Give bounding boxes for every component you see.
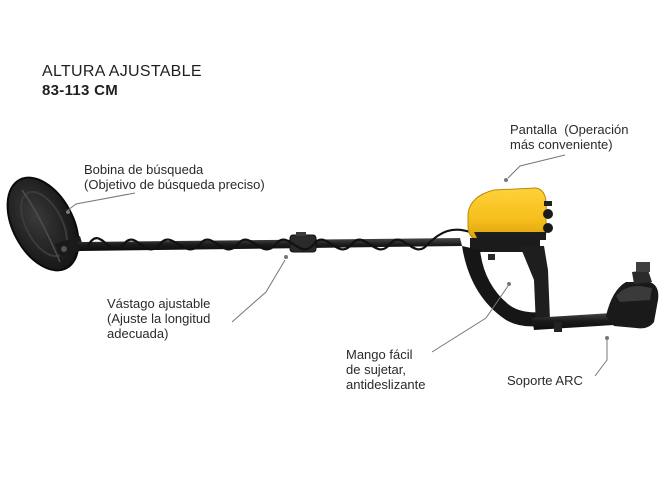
search-coil bbox=[6, 176, 84, 272]
callout-shaft: Vástago ajustable (Ajuste la longitud ad… bbox=[107, 296, 210, 341]
headline-title: ALTURA AJUSTABLE bbox=[42, 63, 202, 80]
callout-line: Vástago ajustable bbox=[107, 296, 211, 311]
display-unit bbox=[467, 187, 553, 252]
leader-coil bbox=[67, 192, 136, 211]
leader-display bbox=[507, 154, 566, 179]
leader-arm-rest bbox=[594, 340, 608, 377]
callout-line: (Objetivo de búsqueda preciso) bbox=[84, 177, 265, 192]
headline-range: 83-113 CM bbox=[42, 82, 119, 99]
leader-lines bbox=[66, 154, 609, 377]
callout-handle: Mango fácil de sujetar, antideslizante bbox=[346, 347, 426, 392]
callout-line: Soporte ARC bbox=[507, 373, 583, 388]
callout-arm-rest: Soporte ARC bbox=[507, 373, 583, 388]
arm-rest bbox=[606, 262, 659, 329]
callout-line: adecuada) bbox=[107, 326, 169, 341]
callout-line: Mango fácil bbox=[346, 347, 413, 362]
callout-line: (Ajuste la longitud bbox=[107, 311, 211, 326]
coil-cable bbox=[87, 228, 471, 251]
callout-display: Pantalla (Operación más conveniente) bbox=[510, 122, 629, 152]
leader-handle bbox=[431, 285, 509, 353]
handle-assembly bbox=[462, 246, 630, 332]
leader-shaft bbox=[231, 259, 286, 323]
callout-line: Bobina de búsqueda bbox=[84, 162, 204, 177]
callout-search-coil: Bobina de búsqueda (Objetivo de búsqueda… bbox=[84, 162, 265, 192]
callout-line: de sujetar, bbox=[346, 362, 406, 377]
callout-line: Pantalla (Operación bbox=[510, 122, 629, 137]
callout-line: más conveniente) bbox=[510, 137, 613, 152]
callout-line: antideslizante bbox=[346, 377, 426, 392]
